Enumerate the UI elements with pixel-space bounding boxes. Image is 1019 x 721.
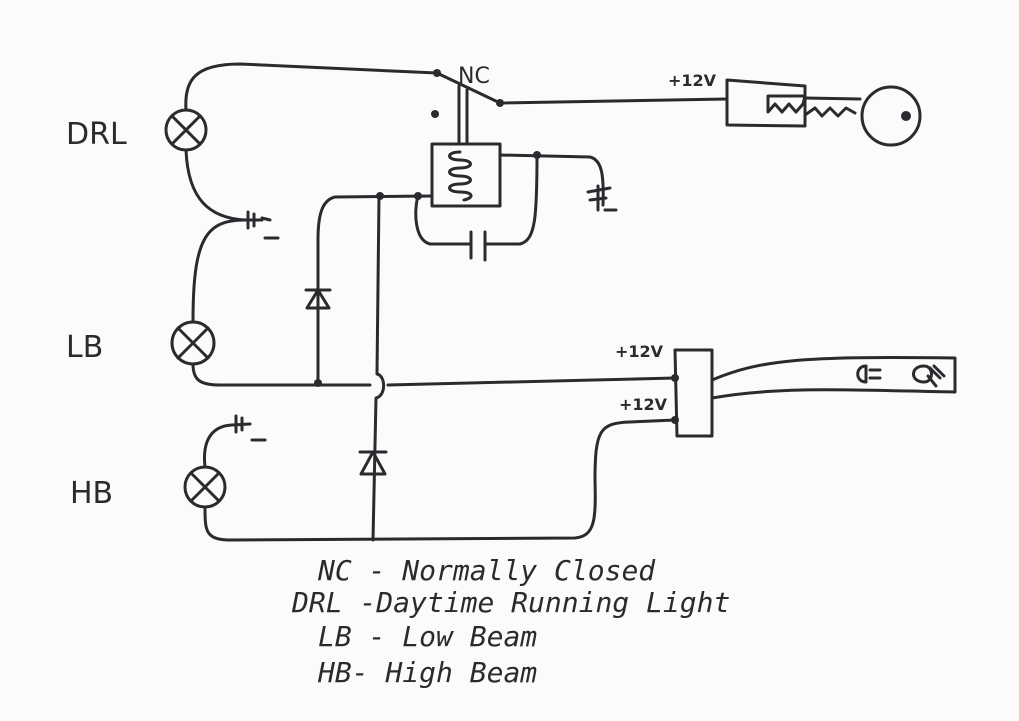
wire-hb-ground (202, 423, 234, 469)
low-beam-icon (856, 364, 882, 384)
legend-item: NC - Normally Closed (317, 554, 656, 587)
wire-diode-hb (371, 194, 386, 542)
label-lb: LB (66, 330, 103, 365)
legend: NC - Normally Closed DRL -Daytime Runnin… (291, 554, 730, 689)
open-contact (431, 110, 439, 118)
wire-lb-to-switch (191, 362, 677, 387)
relay-plunger (457, 84, 469, 146)
light-switch-icon (673, 348, 957, 438)
wire-drl-to-relay (184, 62, 439, 112)
ground-symbol-hb (230, 414, 267, 442)
wire-relay-left (316, 194, 434, 385)
wire-drl-lb (184, 148, 247, 324)
label-ignition-12v: +12V (668, 71, 717, 90)
ground-symbol-relay (586, 184, 618, 212)
wire-hb-to-switch (203, 418, 677, 542)
ground-symbol-drl (243, 210, 280, 240)
hb-lamp-icon (183, 465, 227, 509)
diode-hb-icon (358, 450, 388, 476)
diode-lb-icon (304, 288, 332, 310)
high-beam-icon (912, 364, 946, 388)
wire-capacitor-loop (414, 153, 539, 246)
lb-lamp-icon (170, 320, 216, 366)
wire-relay-ground (498, 153, 605, 207)
drl-lamp-icon (164, 108, 208, 152)
label-hb: HB (70, 476, 113, 511)
label-nc: NC (458, 64, 490, 89)
wire-relay-to-ignition (498, 97, 729, 105)
relay-switch-arm (435, 71, 502, 105)
legend-item: DRL -Daytime Running Light (291, 586, 730, 619)
label-switch-12v-lb: +12V (615, 342, 664, 361)
label-switch-12v-hb: +12V (619, 395, 668, 414)
capacitor-icon (469, 230, 487, 262)
relay-coil-icon (430, 142, 502, 208)
ignition-switch-icon (725, 78, 922, 147)
legend-item: LB - Low Beam (318, 620, 537, 653)
label-drl: DRL (66, 117, 127, 152)
legend-item: HB- High Beam (317, 656, 537, 689)
